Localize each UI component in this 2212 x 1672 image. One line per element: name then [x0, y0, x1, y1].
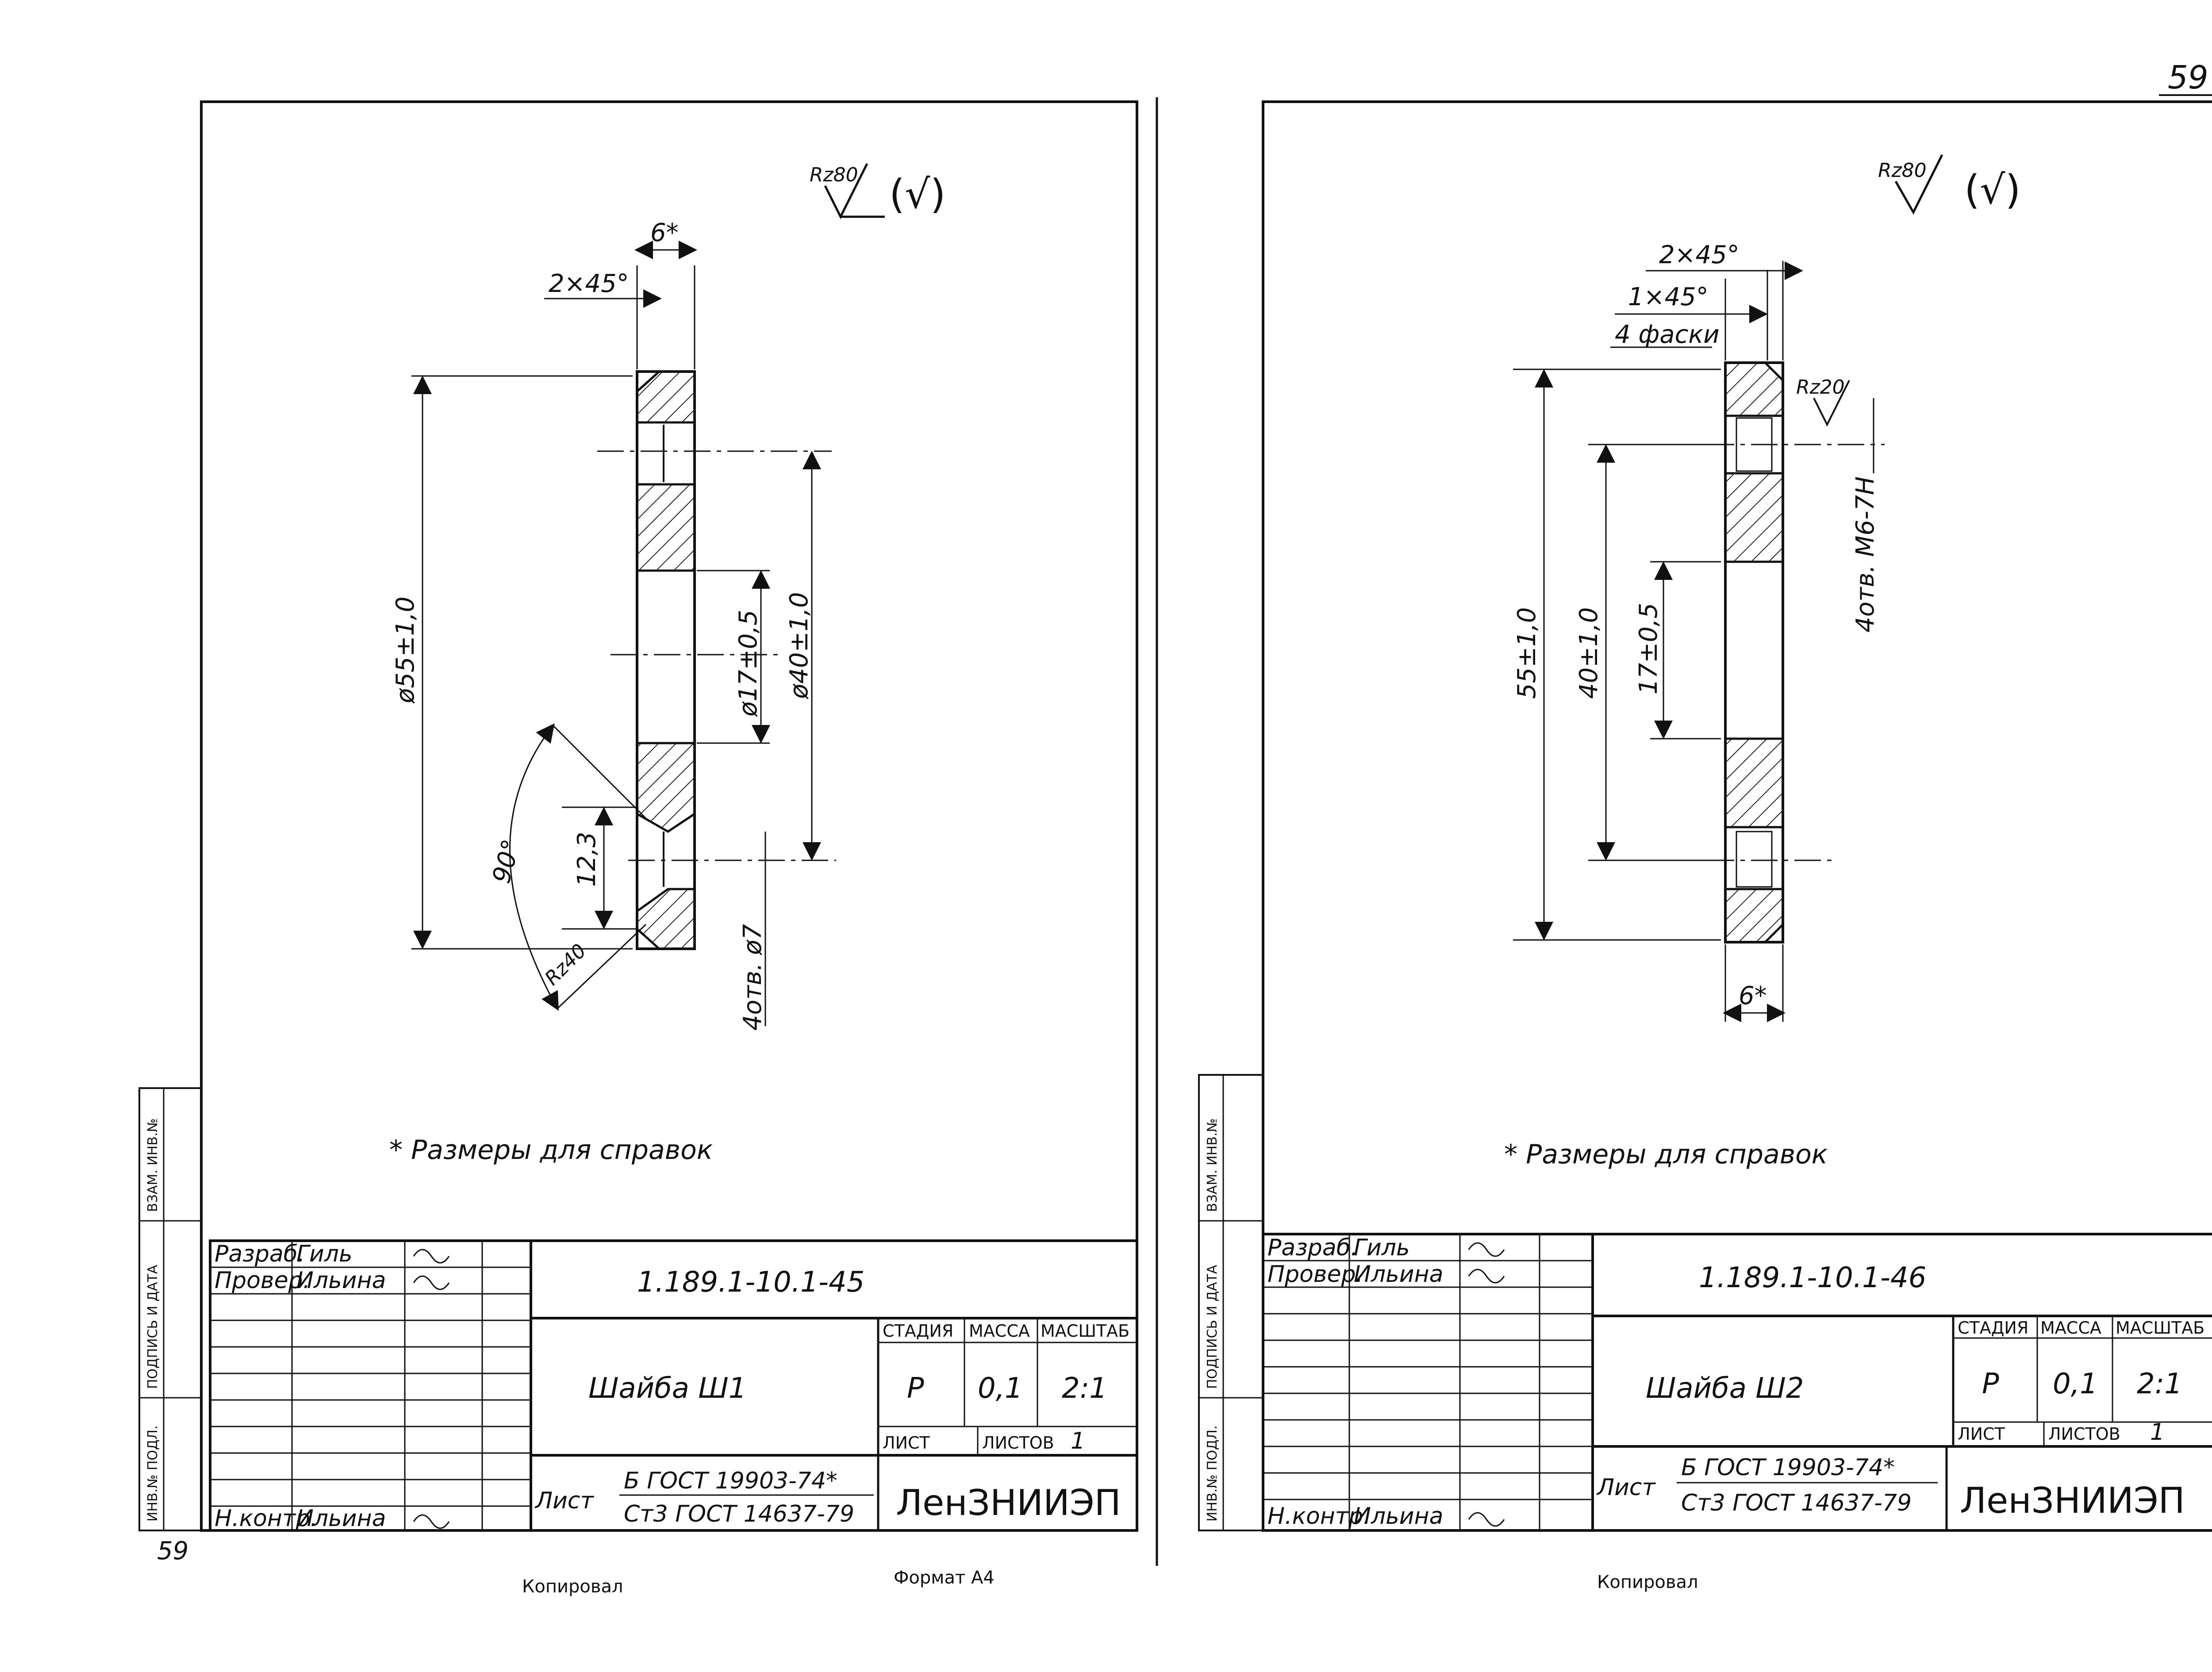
roughness-symbol: Rz80 (√) [1878, 154, 2021, 215]
dim-thread-holes: 4отв. М6-7Н [1851, 476, 1880, 633]
role-1: Провер. [1267, 1261, 1363, 1288]
sheets-label: ЛИСТОВ [982, 1433, 1054, 1453]
washer-section [1708, 361, 1885, 943]
sheet-left: Rz80 (√) 6* 2×45° [138, 100, 1138, 1597]
part-name: Шайба Ш1 [588, 1372, 746, 1405]
designation: 1.189.1-10.1-45 [637, 1266, 864, 1299]
page-number: 59 [2168, 59, 2208, 96]
dim-chamfer2-note: 4 фаски [1615, 320, 1720, 349]
sheet-label: ЛИСТ [883, 1433, 930, 1453]
mass: 0,1 [978, 1372, 1023, 1405]
material-line2: Ст3 ГОСТ 14637-79 [624, 1501, 854, 1527]
washer-section [597, 370, 836, 950]
scale: 2:1 [2137, 1368, 2182, 1400]
dim-chamfer: 2×45° [549, 269, 629, 298]
roughness-main: Rz80 [810, 164, 858, 186]
role-2: Н.контр. [1267, 1503, 1371, 1530]
footer-format: Формат А4 [894, 1568, 995, 1588]
dim-width-ref: 6* [650, 219, 679, 247]
dim-hole: 17±0,5 [1634, 603, 1663, 694]
material-line1: Б ГОСТ 19903-74* [624, 1468, 837, 1494]
side-label-0: ВЗАМ. ИНВ.№ [145, 1118, 161, 1212]
dim-holes: 4отв. ø7 [738, 924, 767, 1031]
dimensions: 2×45° 1×45° 4 фаски Rz20 4отв. М6-7Н 55±… [1513, 241, 1880, 1022]
side-label-1: ПОДПИСЬ И ДАТА [1205, 1265, 1220, 1389]
dim-counter-depth: 12,3 [572, 832, 601, 887]
role-0: Разраб. [215, 1241, 305, 1267]
dim-width-ref: 6* [1739, 982, 1767, 1010]
col-stage: СТАДИЯ [883, 1321, 953, 1341]
side-label-0: ВЗАМ. ИНВ.№ [1205, 1118, 1220, 1212]
material-prefix: Лист [534, 1488, 594, 1514]
col-stage: СТАДИЯ [1958, 1318, 2028, 1338]
side-label-1: ПОДПИСЬ И ДАТА [145, 1265, 161, 1389]
sheet-label: ЛИСТ [1958, 1424, 2005, 1444]
name-0: Гиль [296, 1241, 353, 1267]
dim-cone-roughness: Rz40 [541, 940, 591, 990]
mass: 0,1 [2053, 1368, 2098, 1400]
designation: 1.189.1-10.1-46 [1699, 1262, 1926, 1294]
page-number-bottom: 59 [157, 1537, 188, 1565]
part-name: Шайба Ш2 [1646, 1372, 1804, 1405]
col-scale: МАСШТАБ [1041, 1321, 1129, 1341]
reference-note: * Размеры для справок [1504, 1139, 1828, 1170]
name-0: Гиль [1354, 1235, 1410, 1261]
material-prefix: Лист [1596, 1474, 1656, 1501]
stage: Р [907, 1372, 924, 1405]
role-0: Разраб. [1267, 1235, 1358, 1261]
dim-outer-dia: ø55±1,0 [391, 597, 420, 704]
sheet-right: Rz80 (√) 2×45° 1×45° 4 фаски Rz20 [1198, 100, 2212, 1592]
stage: Р [1982, 1368, 1999, 1400]
side-stamps: ВЗАМ. ИНВ.№ ПОДПИСЬ И ДАТА ИНВ.№ ПОДЛ. [138, 1087, 202, 1531]
roughness-other: (√) [1964, 167, 2021, 213]
dim-chamfer2: 1×45° [1628, 283, 1709, 311]
material-line2: Ст3 ГОСТ 14637-79 [1681, 1490, 1912, 1516]
scale: 2:1 [1062, 1372, 1107, 1405]
col-mass: МАССА [2040, 1318, 2101, 1338]
dimensions: 6* 2×45° ø55±1,0 ø17±0,5 ø40±1,0 12,3 90… [391, 219, 821, 1031]
col-scale: МАСШТАБ [2116, 1318, 2204, 1338]
side-stamps: ВЗАМ. ИНВ.№ ПОДПИСЬ И ДАТА ИНВ.№ ПОДЛ. [1198, 1074, 1264, 1531]
role-2: Н.контр. [215, 1505, 318, 1532]
roughness-other: (√) [889, 171, 946, 218]
footer-copied: Копировал [1597, 1572, 1698, 1592]
name-2: Ильина [1354, 1503, 1443, 1530]
dim-thread-roughness: Rz20 [1796, 376, 1845, 399]
name-1: Ильина [1354, 1261, 1443, 1288]
name-2: Ильина [296, 1505, 386, 1532]
dim-chamfer: 2×45° [1659, 241, 1740, 269]
roughness-main: Rz80 [1878, 159, 1927, 182]
dim-outer: 55±1,0 [1513, 607, 1541, 699]
side-label-2: ИНВ.№ ПОДЛ. [1205, 1425, 1220, 1522]
title-block: Разраб. Гиль Провер. Ильина Н.контр. Иль… [209, 1239, 1138, 1532]
org: ЛенЗНИИЭП [896, 1482, 1121, 1523]
sheets-count: 1 [1071, 1428, 1085, 1454]
dim-bolt-circle: ø40±1,0 [785, 592, 814, 700]
sheets-count: 1 [2150, 1419, 2165, 1446]
dim-bolt-circle: 40±1,0 [1575, 607, 1603, 699]
footer-copied: Копировал [522, 1576, 623, 1597]
org: ЛенЗНИИЭП [1960, 1480, 2185, 1521]
material-line1: Б ГОСТ 19903-74* [1681, 1454, 1895, 1481]
title-block: Разраб. Гиль Провер. Ильина Н.контр. Иль… [1262, 1233, 2212, 1532]
dim-angle: 90° [487, 836, 526, 886]
roughness-symbol: Rz80 (√) [810, 163, 946, 219]
col-mass: МАССА [969, 1321, 1030, 1341]
name-1: Ильина [296, 1267, 386, 1294]
side-label-2: ИНВ.№ ПОДЛ. [145, 1425, 161, 1522]
dim-hole-dia: ø17±0,5 [734, 610, 763, 717]
sheets-label: ЛИСТОВ [2048, 1424, 2120, 1444]
reference-note: * Размеры для справок [389, 1135, 713, 1166]
role-1: Провер. [215, 1267, 310, 1294]
